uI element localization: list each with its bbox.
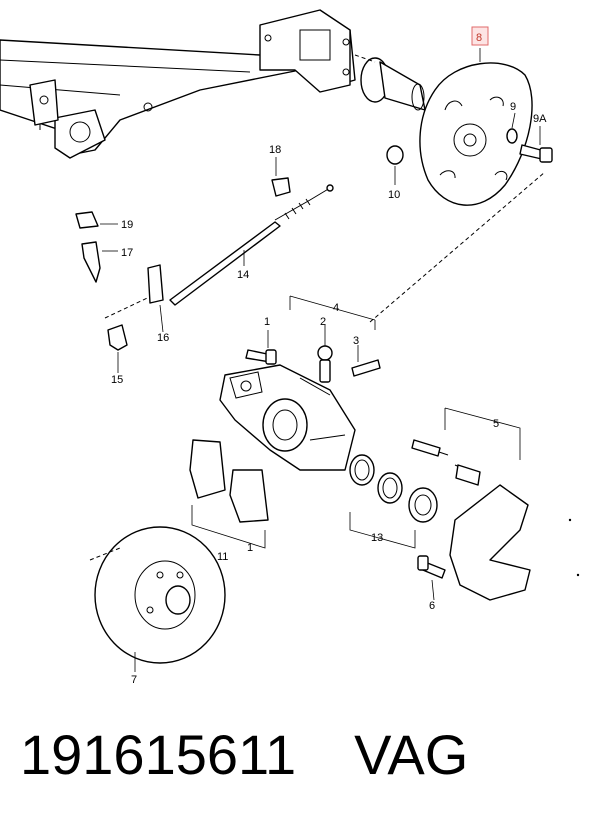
brake-pad-right: [229, 469, 269, 523]
callout-6[interactable]: 6: [429, 600, 435, 612]
callout-13[interactable]: 13: [371, 532, 383, 544]
callout-15[interactable]: 15: [111, 374, 123, 386]
stub-axle: [354, 54, 426, 111]
cable-clip-lower: [147, 264, 164, 304]
callout-2[interactable]: 2: [320, 316, 326, 328]
callout-4[interactable]: 4: [333, 302, 339, 314]
washer: [506, 128, 518, 144]
callout-10[interactable]: 10: [388, 189, 400, 201]
bleeder-valve: [351, 359, 381, 377]
footer-caption: 191615611 VAG: [20, 715, 590, 795]
callout-3[interactable]: 3: [353, 335, 359, 347]
brake-backing-plate: [419, 62, 533, 206]
handbrake-cable: [104, 184, 334, 319]
callout-16[interactable]: 18: [269, 144, 281, 156]
callout-1[interactable]: 1: [264, 316, 270, 328]
callout-7[interactable]: 7: [131, 674, 137, 686]
callout-11[interactable]: 11: [217, 551, 228, 563]
brake-disc: [94, 526, 226, 664]
callout-18[interactable]: 17: [121, 247, 133, 259]
callout-8[interactable]: 8: [476, 32, 482, 44]
callout-19[interactable]: 19: [121, 219, 133, 231]
cable-clip-upper: [271, 177, 291, 197]
caliper-housing: [219, 364, 356, 471]
hex-bolt: [519, 144, 553, 163]
bleeder-cap: [317, 345, 333, 383]
carrier-bolt: [417, 555, 446, 579]
callout-5[interactable]: 5: [493, 418, 499, 430]
callout-9[interactable]: 9: [510, 101, 516, 113]
brake-pad-left: [189, 439, 226, 499]
spring-clip-19: [75, 211, 99, 229]
highlighted-callout-box: [471, 26, 489, 46]
piston-seal-kit: [349, 454, 438, 523]
callout-1-repeat[interactable]: 1: [247, 542, 253, 554]
caliper-carrier: [411, 439, 531, 601]
rear-axle-beam: [0, 9, 356, 159]
brand-name: VAG: [354, 723, 469, 786]
spring-clip-18: [81, 241, 101, 283]
dust-cap: [386, 145, 404, 165]
callout-17[interactable]: 16: [157, 332, 169, 344]
part-number: 191615611: [20, 723, 297, 786]
callout-14[interactable]: 14: [237, 269, 249, 281]
guide-bolt: [245, 349, 277, 365]
exploded-brake-diagram: 8 9 9A 10 18 19 17 14 4 1 2 3 16 15 5 11…: [0, 9, 580, 686]
cable-bracket: [107, 324, 128, 351]
callout-9a[interactable]: 9A: [533, 113, 547, 125]
